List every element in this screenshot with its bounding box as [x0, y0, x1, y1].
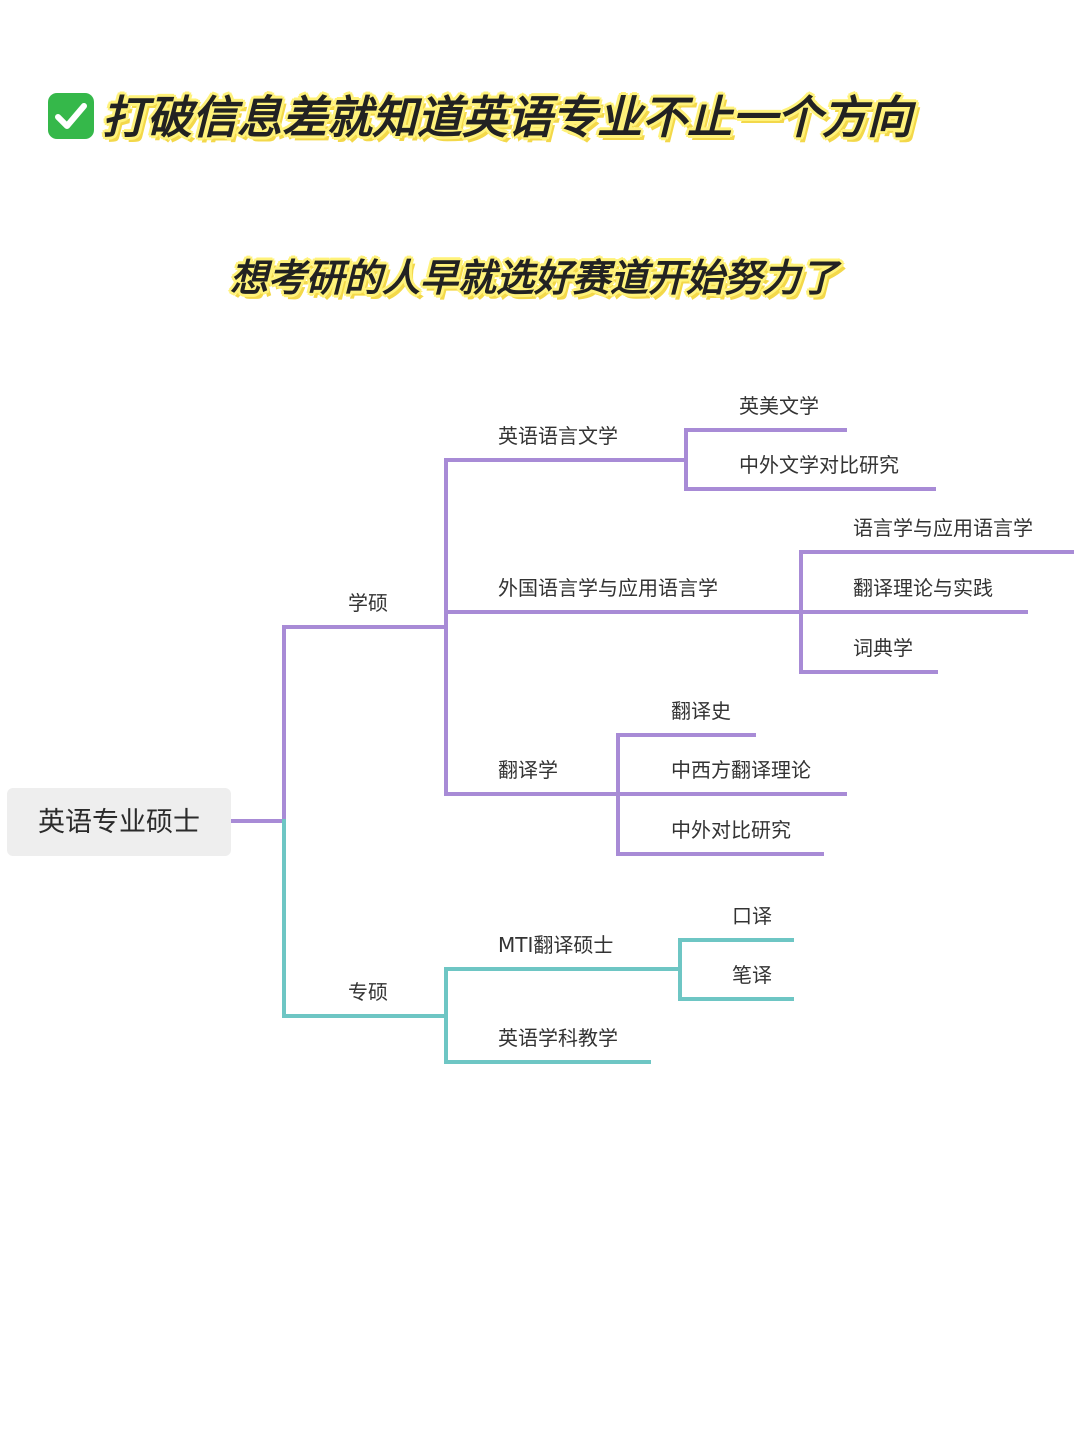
leaf-translation-theory: 翻译理论与实践: [853, 576, 993, 600]
node-translation-studies: 翻译学: [498, 758, 558, 782]
leaf-interpretation: 口译: [732, 904, 772, 928]
leaf-written-translation: 笔译: [732, 963, 772, 987]
leaf-lexicography: 词典学: [853, 636, 913, 660]
node-mti: MTI翻译硕士: [498, 933, 613, 957]
node-academic: 学硕: [348, 591, 388, 615]
node-english-teaching: 英语学科教学: [498, 1026, 618, 1050]
check-mark-icon: [48, 93, 94, 139]
node-english-literature: 英语语言文学: [498, 424, 618, 448]
leaf-comparative-studies: 中外对比研究: [671, 818, 791, 842]
page-title-text: 打破信息差就知道英语专业不止一个方向: [102, 91, 913, 144]
leaf-translation-history: 翻译史: [671, 699, 731, 723]
root-node-label: 英语专业硕士: [38, 807, 200, 838]
page-title: 打破信息差就知道英语专业不止一个方向: [48, 88, 912, 148]
node-linguistics: 外国语言学与应用语言学: [498, 576, 718, 600]
root-node: 英语专业硕士: [7, 788, 231, 856]
leaf-anglo-american-literature: 英美文学: [739, 394, 819, 418]
academic-branch-lines: [230, 428, 1074, 856]
leaf-comparative-literature: 中外文学对比研究: [739, 453, 899, 477]
node-professional: 专硕: [348, 980, 388, 1004]
leaf-applied-linguistics: 语言学与应用语言学: [853, 516, 1033, 540]
leaf-western-translation-theory: 中西方翻译理论: [671, 758, 811, 782]
professional-branch-lines: [282, 819, 794, 1064]
page-subtitle: 想考研的人早就选好赛道开始努力了: [230, 256, 839, 300]
